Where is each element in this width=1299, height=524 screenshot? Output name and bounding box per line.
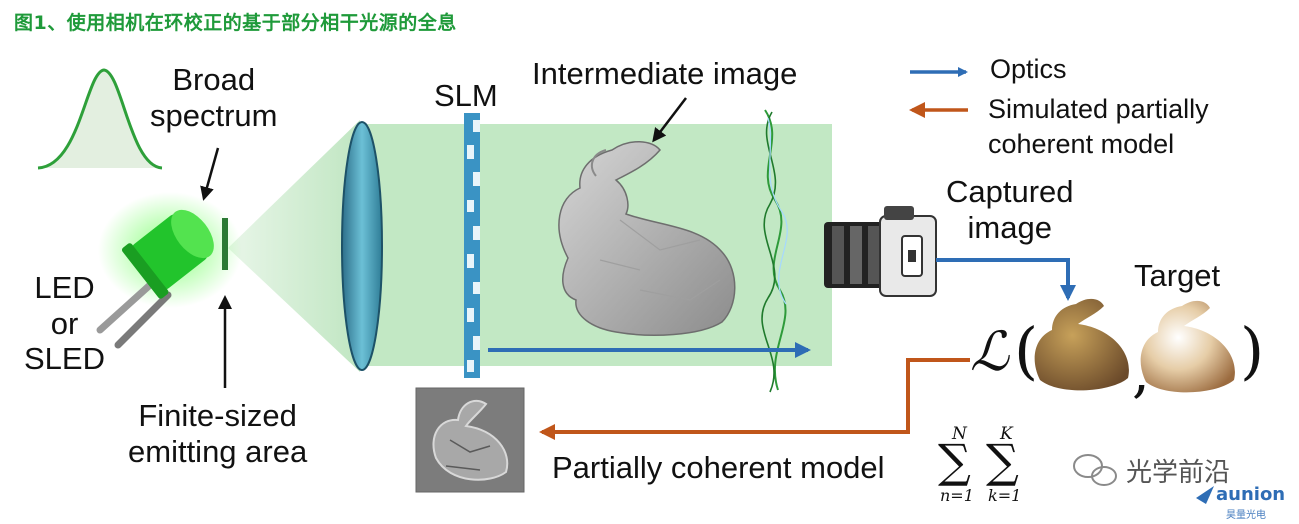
diverging-beam [228,120,360,372]
simulated-image [415,387,525,493]
loss-close-paren: ) [1240,314,1265,387]
captured-image-line-1: Captured [946,174,1074,209]
brand-name: aunion [1216,484,1286,505]
loss-comma: , [1132,340,1150,405]
brand-subtitle: 昊量光电 [1226,510,1266,521]
source-label: LED or SLED [24,270,105,377]
broad-spectrum-line-1: Broad [172,62,256,97]
camera [824,206,937,297]
emitting-area [222,218,228,270]
partial-model-label: Partially coherent model [552,450,885,485]
source-line-3: SLED [24,341,105,377]
legend-model-label: Simulated partially coherent model [988,94,1209,160]
arrow-to-intermediate [652,97,687,143]
captured-image-label: Captured image [946,174,1074,245]
target-bunny [1140,300,1235,393]
target-label: Target [1134,258,1221,293]
source-line-1: LED [34,270,95,305]
sum1-upper: N [952,424,967,444]
wave-pattern [761,109,788,393]
model-arrow [539,358,970,440]
source-line-2: or [50,305,79,341]
captured-bunny [1034,298,1129,391]
slm-device [464,113,480,378]
intermediate-bunny [558,141,736,336]
watermark-text: 光学前沿 [1126,458,1231,488]
sum1-symbol: ∑ [938,434,971,488]
sum2-lower: k=1 [988,486,1022,505]
camera-to-loss-arrow [936,258,1076,301]
sum1-lower: n=1 [940,486,974,505]
figure-caption: 图1、使用相机在环校正的基于部分相干光源的全息 [14,12,457,34]
slm-label: SLM [434,78,498,113]
arrow-to-emitter [200,147,220,201]
led-source [96,192,242,349]
sum2-symbol: ∑ [986,434,1019,488]
aunion-logo-icon [1196,486,1214,504]
sum2-upper: K [1000,424,1013,444]
spectrum-curve [37,68,163,170]
loss-open-paren: ( [1014,314,1039,387]
finite-area-label: Finite-sized emitting area [128,398,307,469]
loss-symbol: ℒ [970,320,1009,383]
legend-optics-label: Optics [990,54,1067,84]
broad-spectrum-line-2: spectrum [150,97,278,133]
lens [341,121,383,371]
captured-image-line-2: image [967,209,1052,245]
finite-area-line-1: Finite-sized [138,398,297,433]
wechat-logo-icon [1073,454,1117,486]
finite-area-line-2: emitting area [128,433,308,469]
intermediate-image-label: Intermediate image [532,56,798,91]
broad-spectrum-label: Broad spectrum [150,62,277,133]
